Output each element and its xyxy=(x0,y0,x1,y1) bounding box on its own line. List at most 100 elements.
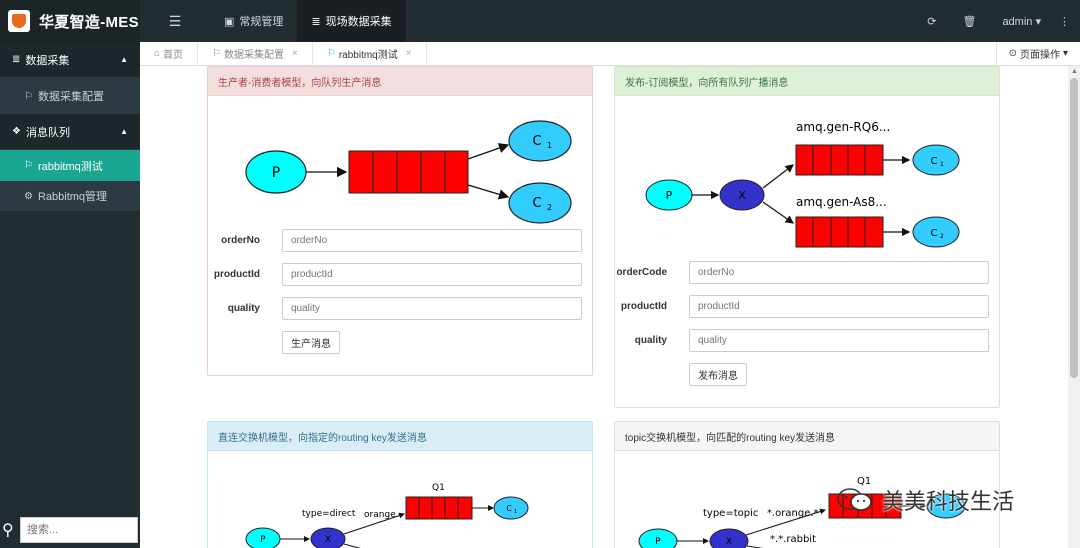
page-ops-label: 页面操作 xyxy=(1019,50,1060,61)
consumer-1-sub: 1 xyxy=(514,509,517,515)
topic-exchange-diagram: P X type=topic *.orange.* *.*.rabbit Q1 … xyxy=(638,476,966,548)
consumer-1-sub: 1 xyxy=(547,141,552,150)
queue-2-node xyxy=(795,216,884,248)
ordercode-input[interactable] xyxy=(689,261,989,284)
sidebar-item-data-collection-config[interactable]: ⚐ 数据采集配置 xyxy=(0,78,140,114)
form-row-quality: quality xyxy=(208,297,582,320)
routing-key-1-label: *.orange.* xyxy=(767,508,819,519)
sidebar-section-message-queue[interactable]: ❖ 消息队列 ▲ xyxy=(0,114,140,150)
producer-label: P xyxy=(666,189,673,202)
scroll-up-icon[interactable]: ▲ xyxy=(1071,68,1078,75)
nav-item-label: 现场数据采集 xyxy=(325,16,392,28)
consumer-1-sub: 1 xyxy=(940,161,944,168)
consumer-1-node xyxy=(912,144,960,176)
consumer-2-sub: 2 xyxy=(547,203,552,212)
quality-input[interactable] xyxy=(282,297,582,320)
brand-logo-icon xyxy=(8,10,30,32)
close-icon[interactable]: × xyxy=(292,48,298,59)
consumer-2-label: C xyxy=(532,196,541,211)
top-right-tools: ⟳ 🗑 admin ▾ ⋮ xyxy=(901,0,1080,42)
queue-1-label: Q1 xyxy=(857,476,871,487)
user-menu[interactable]: admin ▾ xyxy=(1002,15,1041,28)
productid-input[interactable] xyxy=(689,295,989,318)
direct-exchange-diagram: P X type=direct orange black Q1 Q2 C 1 xyxy=(245,483,529,548)
exchange-type-label: type=topic xyxy=(703,508,758,519)
close-icon[interactable]: × xyxy=(405,48,412,59)
sidebar-search: ⚲ xyxy=(0,516,140,544)
exchange-label: X xyxy=(726,537,732,547)
trash-icon[interactable]: 🗑 xyxy=(962,15,977,28)
queue-1-node xyxy=(795,144,884,176)
direct-exchange-panel: 直连交换机模型，向指定的routing key发送消息 P X type=dir… xyxy=(207,421,593,548)
queue-1-label: amq.gen-RQ6... xyxy=(796,120,890,134)
form-row-productid: productId xyxy=(615,295,989,318)
consumer-2-node xyxy=(912,216,960,248)
publish-subscribe-diagram: P X amq.gen-RQ6... amq.gen-As8... xyxy=(645,120,960,248)
sidebar-search-input[interactable] xyxy=(20,517,138,543)
cubes-icon: ❖ xyxy=(12,126,21,137)
target-icon: ⊙ xyxy=(1008,48,1017,59)
main-content: 生产者-消费者模型，向队列生产消息 P C 1 C 2 xyxy=(140,66,1068,548)
folder-icon: ▣ xyxy=(224,15,235,28)
form-row-orderno: orderNo xyxy=(208,229,582,252)
sidebar-item-rabbitmq-admin[interactable]: ⚙ Rabbitmq管理 xyxy=(0,181,140,211)
sidebar-item-rabbitmq-test[interactable]: ⚐ rabbitmq测试 xyxy=(0,150,140,181)
home-icon: ⌂ xyxy=(154,48,161,59)
nav-item-data-collection[interactable]: ≣ 现场数据采集 xyxy=(297,0,406,42)
menu-toggle-icon[interactable]: ☰ xyxy=(168,12,182,29)
refresh-icon[interactable]: ⟳ xyxy=(927,15,937,28)
field-label: quality xyxy=(634,335,667,346)
exchange-node xyxy=(719,179,765,211)
tab-home[interactable]: ⌂ 首页 xyxy=(140,42,199,65)
consumer-1-node xyxy=(508,120,572,162)
productid-input[interactable] xyxy=(282,263,582,286)
producer-consumer-diagram: P C 1 C 2 xyxy=(245,120,572,224)
sidebar-item-label: 数据采集配置 xyxy=(37,91,104,103)
form-row-productid: productId xyxy=(208,263,582,286)
sidebar: ≣ 数据采集 ▲ ⚐ 数据采集配置 ❖ 消息队列 ▲ ⚐ rabbitmq测试 … xyxy=(0,42,140,548)
consumer-2-label: C xyxy=(931,228,938,239)
consumer-1-node xyxy=(493,496,529,520)
page-tabs: ⌂ 首页 ⚐ 数据采集配置 × ⚐ rabbitmq测试 × ⊙ 页面操作 ▾ xyxy=(140,42,1080,66)
sidebar-item-label: Rabbitmq管理 xyxy=(37,191,108,203)
more-vertical-icon[interactable]: ⋮ xyxy=(1059,15,1070,28)
scrollbar-thumb[interactable] xyxy=(1070,78,1078,378)
exchange-node xyxy=(709,528,749,548)
nav-item-general[interactable]: ▣ 常规管理 xyxy=(210,0,297,42)
queue-1-label: Q1 xyxy=(432,483,445,493)
caret-up-icon: ▲ xyxy=(120,127,128,136)
sidebar-section-data-collection[interactable]: ≣ 数据采集 ▲ xyxy=(0,42,140,78)
produce-message-button[interactable]: 生产消息 xyxy=(282,331,340,354)
sidebar-section-label: 消息队列 xyxy=(25,126,70,139)
publish-message-button[interactable]: 发布消息 xyxy=(689,363,747,386)
brand[interactable]: 华夏智造-MES xyxy=(0,0,140,42)
user-name: admin xyxy=(1002,15,1033,28)
consumer-1-label: C xyxy=(931,156,938,167)
content-scrollbar[interactable]: ▲ xyxy=(1068,66,1080,548)
tab-rabbitmq-test[interactable]: ⚐ rabbitmq测试 × xyxy=(313,42,427,65)
producer-label: P xyxy=(655,537,661,547)
producer-panel: 生产者-消费者模型，向队列生产消息 P C 1 C 2 xyxy=(207,66,593,376)
tab-data-collection-config[interactable]: ⚐ 数据采集配置 × xyxy=(198,42,313,65)
queue-node xyxy=(348,150,469,194)
field-label: orderCode xyxy=(616,267,667,278)
nav-item-label: 常规管理 xyxy=(239,16,284,28)
panel-title: 发布-订阅模型，向所有队列广播消息 xyxy=(615,67,999,96)
caret-up-icon: ▲ xyxy=(120,55,128,64)
page-operations-dropdown[interactable]: ⊙ 页面操作 ▾ xyxy=(995,42,1080,65)
producer-label: P xyxy=(260,535,266,545)
panel-title: 生产者-消费者模型，向队列生产消息 xyxy=(208,67,592,96)
pubsub-panel: 发布-订阅模型，向所有队列广播消息 P X amq.gen-RQ6... amq… xyxy=(614,66,1000,408)
orderno-input[interactable] xyxy=(282,229,582,252)
watermark-text: 美美科技生活 xyxy=(882,489,1015,514)
consumer-1-node xyxy=(926,493,966,519)
quality-input[interactable] xyxy=(689,329,989,352)
sidebar-item-label: rabbitmq测试 xyxy=(37,160,103,173)
tab-label: 数据采集配置 xyxy=(224,50,285,61)
app-title: 华夏智造-MES xyxy=(39,13,139,31)
top-navbar: 华夏智造-MES ☰ ▣ 常规管理 ≣ 现场数据采集 ⟳ 🗑 admin ▾ ⋮ xyxy=(0,0,1080,42)
tab-label: rabbitmq测试 xyxy=(338,50,398,61)
field-label: orderNo xyxy=(221,235,260,246)
field-label: productId xyxy=(620,301,667,312)
database-icon: ≣ xyxy=(12,54,21,65)
